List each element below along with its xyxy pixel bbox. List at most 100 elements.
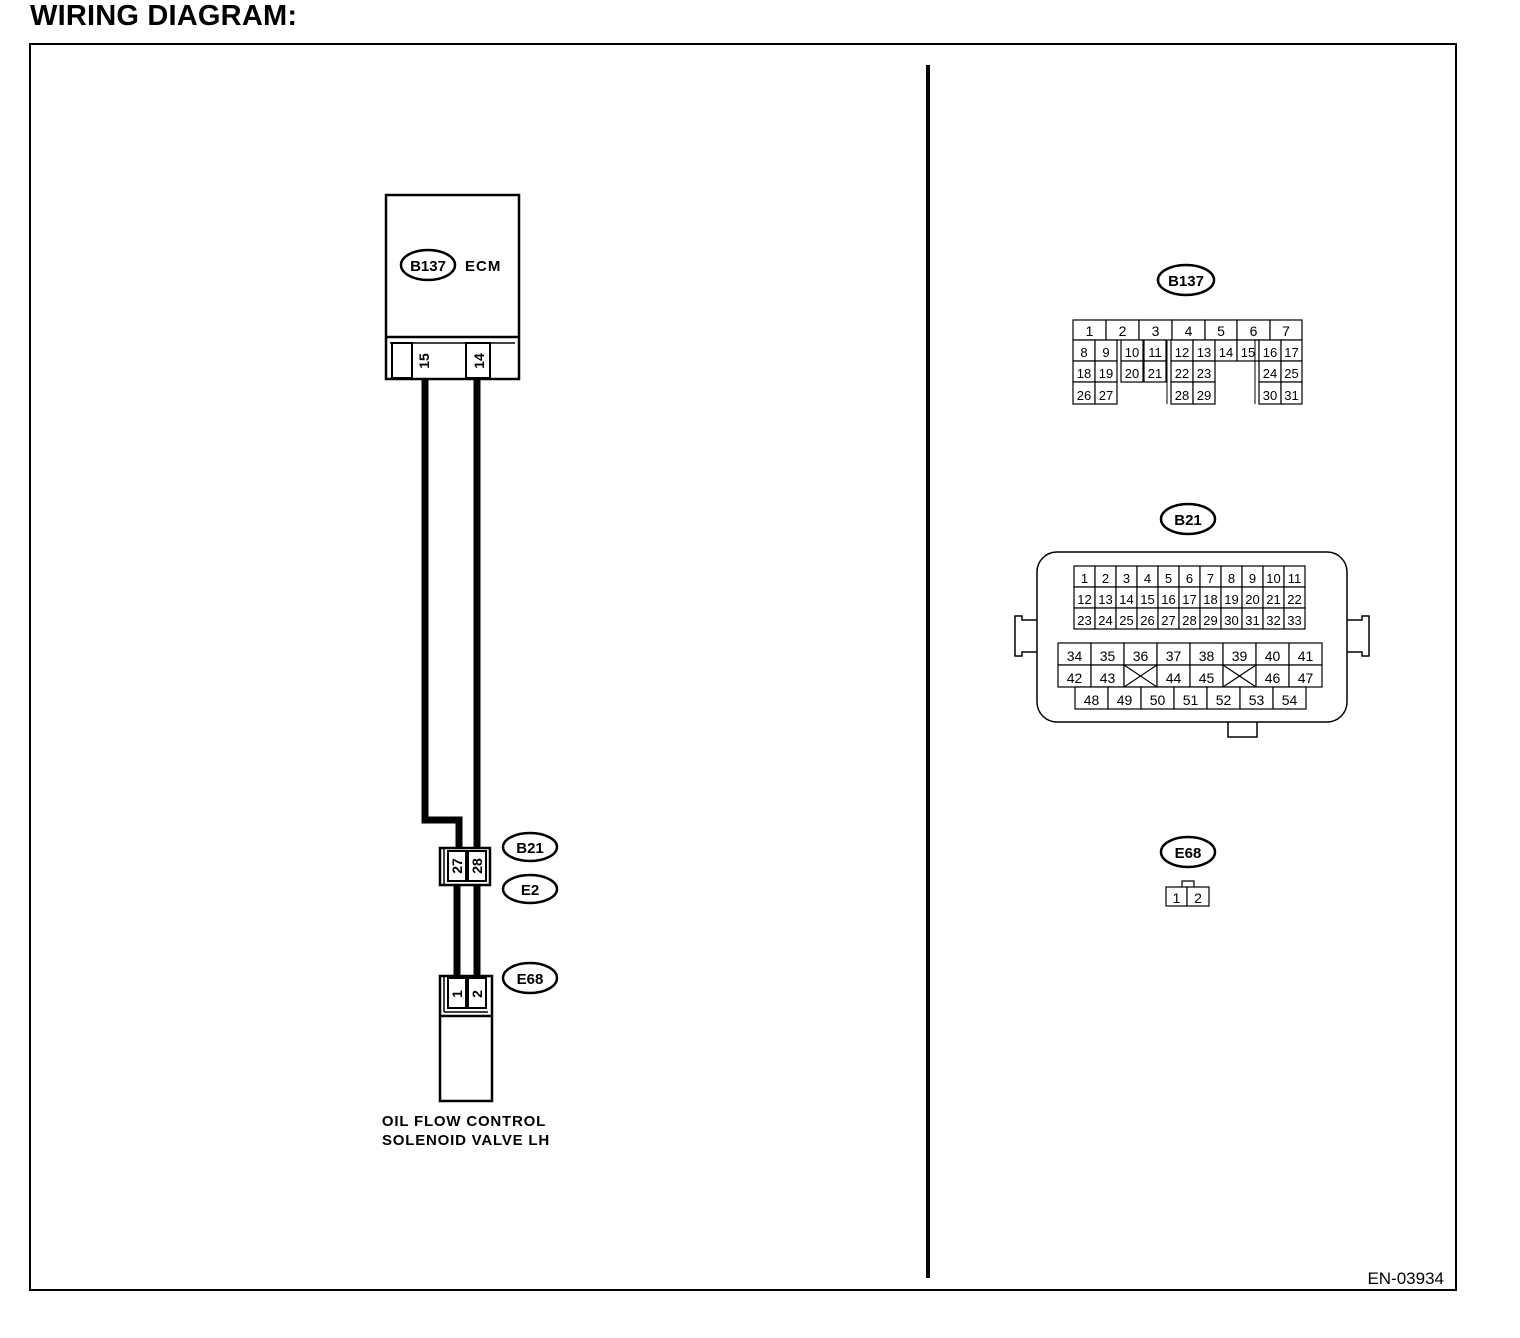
- pin-label: 9: [1249, 571, 1256, 586]
- pin-label: 23: [1077, 613, 1091, 628]
- pin-label: 30: [1224, 613, 1238, 628]
- pin-label: 8: [1228, 571, 1235, 586]
- pin-label: 11: [1148, 345, 1162, 360]
- pin-label: 54: [1282, 692, 1298, 708]
- pin-label: 16: [1161, 592, 1175, 607]
- pin-label: 13: [1098, 592, 1112, 607]
- pin-label: 6: [1250, 323, 1258, 339]
- pin-label: 5: [1217, 323, 1225, 339]
- blocked-pin-mark: [1123, 664, 1158, 688]
- pin-label: 21: [1266, 592, 1280, 607]
- b21-code-badge: [501, 831, 559, 863]
- pin-label: 25: [1284, 366, 1298, 381]
- pin-label: 28: [1175, 388, 1189, 403]
- pin-label: 7: [1207, 571, 1214, 586]
- diagram-frame: [29, 43, 1457, 1291]
- e68-view-pin-2-cell: [1186, 886, 1210, 907]
- b21-view-code-badge: [1159, 502, 1217, 536]
- pin-label: 31: [1245, 613, 1259, 628]
- pin-cell: [1143, 360, 1167, 383]
- pin-label: 37: [1166, 648, 1182, 664]
- pin-label: 20: [1125, 366, 1139, 381]
- pin-label: 32: [1266, 613, 1280, 628]
- pin-label: 15: [1241, 345, 1255, 360]
- b21-code-label: B21: [516, 840, 544, 857]
- e2-code-label: E2: [521, 882, 539, 899]
- blocked-pin-mark: [1222, 664, 1257, 688]
- pin-label: 11: [1288, 571, 1302, 586]
- pin-label: 19: [1224, 592, 1238, 607]
- pin-label: 29: [1203, 613, 1217, 628]
- b137-view-code: B137: [1168, 273, 1204, 290]
- pin-label: 31: [1284, 388, 1298, 403]
- pin-cell: [1272, 686, 1307, 710]
- ecm-connector-code-badge: [399, 248, 457, 282]
- e68-view-latch: [1181, 880, 1195, 887]
- pin-label: 6: [1186, 571, 1193, 586]
- pin-label: 3: [1123, 571, 1130, 586]
- pin-label: 27: [1099, 388, 1113, 403]
- pin-label: 14: [1119, 592, 1133, 607]
- pin-label: 13: [1197, 345, 1211, 360]
- e68-view-pin-2: 2: [1194, 890, 1202, 906]
- intermediate-connector: 27 28 B21 E2: [438, 831, 559, 905]
- pin-label: 40: [1265, 648, 1281, 664]
- pin-label: 14: [1219, 345, 1233, 360]
- pin-label: 26: [1077, 388, 1091, 403]
- pin-cell: [1283, 607, 1306, 630]
- e68-code-label: E68: [517, 971, 544, 988]
- ecm-pin-15: 15: [416, 353, 432, 369]
- ecm-unit: B137 ECM 15 14: [384, 193, 521, 381]
- pin-label: 43: [1100, 670, 1116, 686]
- pin-label: 36: [1133, 648, 1149, 664]
- pin-label: 21: [1148, 366, 1162, 381]
- pin-label: 23: [1197, 366, 1211, 381]
- pin-label: 38: [1199, 648, 1215, 664]
- pin-label: 24: [1098, 613, 1112, 628]
- pin-label: 2: [1102, 571, 1109, 586]
- pin-label: 12: [1077, 592, 1091, 607]
- pin-label: 45: [1199, 670, 1215, 686]
- b21-view-code: B21: [1174, 512, 1202, 529]
- pin-label: 51: [1183, 692, 1199, 708]
- pin-cell: [1120, 360, 1144, 383]
- pin-label: 28: [1182, 613, 1196, 628]
- ecm-label: ECM: [465, 258, 501, 275]
- pin-label: 9: [1102, 345, 1109, 360]
- e2-code-badge: [501, 873, 559, 905]
- pin-label: 42: [1067, 670, 1083, 686]
- b21-pin-28: 28: [469, 858, 485, 874]
- pin-label: 53: [1249, 692, 1265, 708]
- pin-label: 25: [1119, 613, 1133, 628]
- pin-label: 52: [1216, 692, 1232, 708]
- pin-label: 7: [1282, 323, 1290, 339]
- pin-label: 44: [1166, 670, 1182, 686]
- pin-label: 17: [1182, 592, 1196, 607]
- pin-label: 18: [1203, 592, 1217, 607]
- pin-label: 10: [1125, 345, 1139, 360]
- page-title: WIRING DIAGRAM:: [30, 0, 298, 32]
- pin-label: 19: [1099, 366, 1113, 381]
- pin-cell: [1192, 381, 1216, 405]
- pin-label: 1: [1081, 571, 1088, 586]
- pin-label: 33: [1287, 613, 1301, 628]
- ecm-pin-14: 14: [471, 353, 487, 369]
- pin-label: 47: [1298, 670, 1314, 686]
- e68-view-code-badge: [1159, 835, 1217, 869]
- pin-label: 18: [1077, 366, 1091, 381]
- solenoid-label-line-1: OIL FLOW CONTROL: [382, 1113, 546, 1130]
- pin-label: 46: [1265, 670, 1281, 686]
- figure-code: EN-03934: [1367, 1269, 1444, 1288]
- connector-view-e68: E68 1 2: [1159, 835, 1217, 907]
- pin-label: 22: [1175, 366, 1189, 381]
- e68-pin-1: 1: [449, 990, 465, 998]
- e68-view-pin-1: 1: [1173, 890, 1181, 906]
- pin-label: 50: [1150, 692, 1166, 708]
- e68-code-badge: [501, 961, 559, 995]
- pin-label: 16: [1263, 345, 1277, 360]
- b21-pin-27: 27: [449, 858, 465, 874]
